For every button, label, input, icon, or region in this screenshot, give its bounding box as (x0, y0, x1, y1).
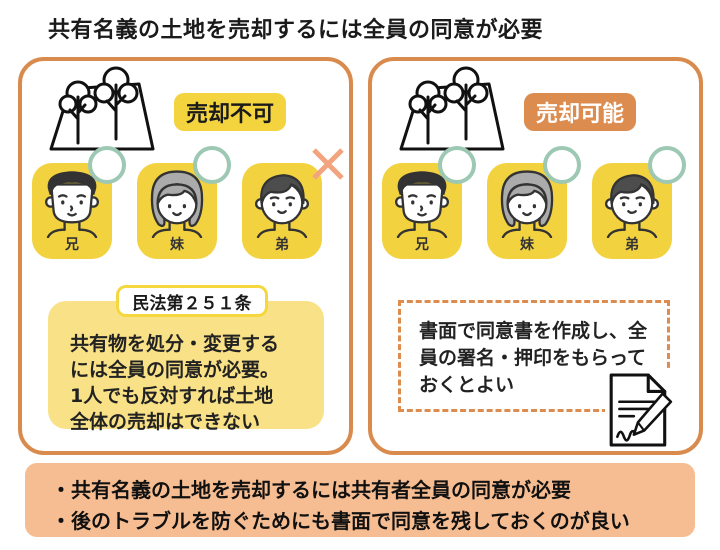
person-label: 弟 (625, 237, 639, 253)
advice-note-box: 書面で同意書を作成し、全 員の署名・押印をもらって おくとよい (398, 300, 670, 412)
older-brother-face-icon (45, 171, 100, 238)
summary-bullet: ・後のトラブルを防ぐためにも書面で同意を残しておくのが良い (51, 509, 630, 533)
person-tile-younger-brother: 弟 (592, 146, 686, 259)
consent-mark (438, 146, 476, 184)
person-tile-younger-brother: 弟 (242, 148, 344, 259)
younger-sister-face-icon (150, 170, 204, 238)
consent-mark (648, 146, 686, 184)
younger-sister-face-icon (500, 170, 554, 238)
person-tile-older-brother: 兄 (382, 146, 476, 259)
person-tile-older-brother: 兄 (32, 146, 126, 259)
person-label: 妹 (170, 237, 184, 253)
circle-agree-icon (88, 146, 126, 184)
summary-bullet: ・共有名義の土地を売却するには共有者全員の同意が必要 (51, 478, 571, 502)
person-tile-younger-sister: 妹 (137, 146, 231, 259)
consent-mark (543, 146, 581, 184)
law-article-pill: 民法第２５１条 (116, 285, 268, 317)
consent-mark (88, 146, 126, 184)
page-title: 共有名義の土地を売却するには全員の同意が必要 (48, 18, 544, 43)
person-label: 妹 (520, 237, 534, 253)
panel-sale-not-possible: 売却不可 兄 (18, 57, 353, 455)
circle-agree-icon (543, 146, 581, 184)
cross-disagree-icon (312, 148, 344, 180)
status-badge-not-sellable: 売却不可 (174, 93, 287, 131)
younger-brother-face-icon (255, 174, 309, 238)
younger-brother-face-icon (605, 174, 659, 238)
land-with-trees-icon (49, 66, 155, 151)
law-note-box: 共有物を処分・変更する には全員の同意が必要。 1人でも反対すれば土地 全体の売… (48, 301, 324, 433)
consent-mark (193, 146, 231, 184)
person-label: 弟 (275, 237, 289, 253)
land-with-trees-icon (399, 66, 505, 151)
person-label: 兄 (65, 237, 79, 253)
person-label: 兄 (415, 237, 429, 253)
summary-box: ・共有名義の土地を売却するには共有者全員の同意が必要 ・後のトラブルを防ぐために… (25, 463, 695, 537)
status-badge-sellable: 売却可能 (524, 93, 637, 131)
person-tile-younger-sister: 妹 (487, 146, 581, 259)
consent-mark (309, 145, 347, 183)
signed-document-pen-icon (605, 370, 675, 450)
panel-sale-possible: 売却可能 兄 (368, 57, 703, 455)
circle-agree-icon (438, 146, 476, 184)
circle-agree-icon (648, 146, 686, 184)
older-brother-face-icon (395, 171, 450, 238)
circle-agree-icon (193, 146, 231, 184)
